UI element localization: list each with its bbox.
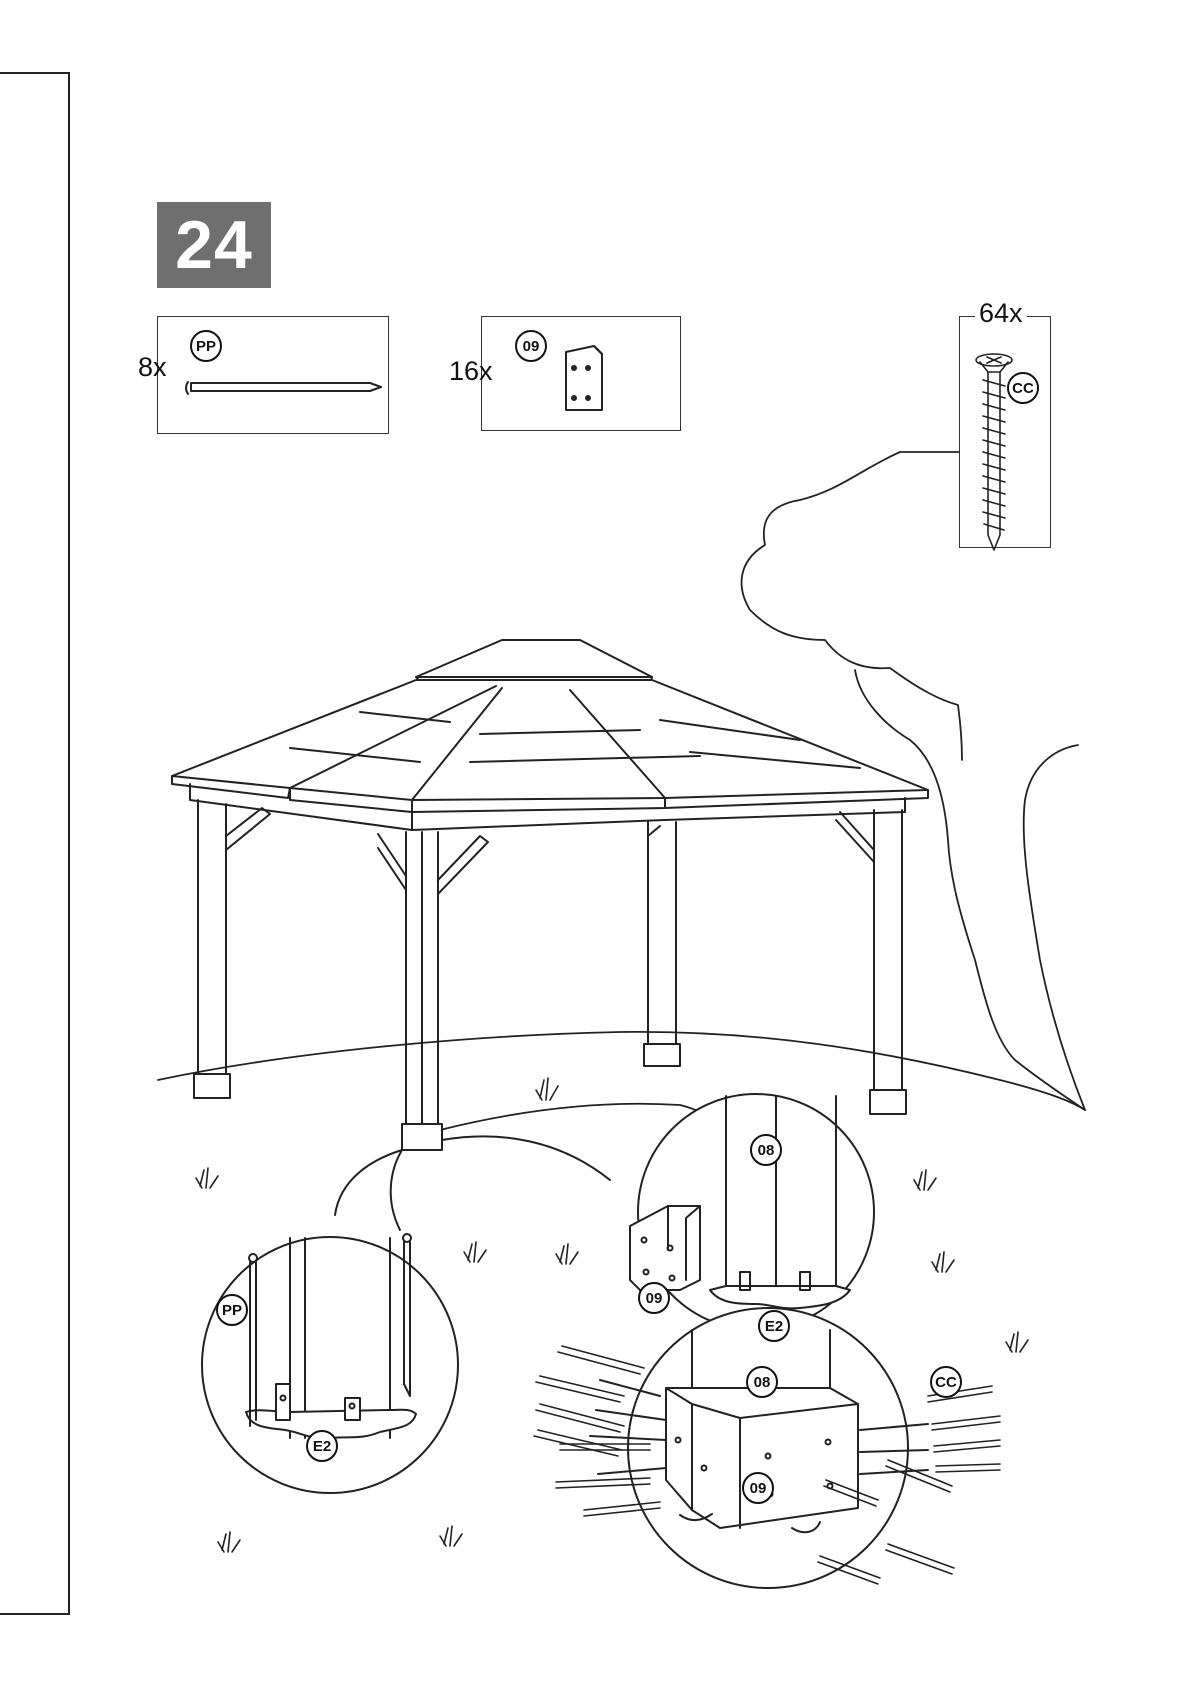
ground-line [158, 1032, 1085, 1140]
detail-bottom-label-cc: CC [930, 1366, 962, 1398]
gazebo [172, 640, 928, 1150]
detail-bottom-label-09: 09 [742, 1472, 774, 1504]
detail-left-label-e2: E2 [306, 1430, 338, 1462]
detail-top-right-label-08: 08 [750, 1134, 782, 1166]
stake-icon [186, 382, 381, 394]
screw-icon [976, 354, 1012, 550]
detail-left-label-pp: PP [216, 1294, 248, 1326]
detail-top-right-label-09: 09 [638, 1282, 670, 1314]
detail-top-right-label-e2: E2 [758, 1310, 790, 1342]
detail-bottom-label-08: 08 [746, 1366, 778, 1398]
detail-bottom [534, 1308, 1000, 1588]
corner-bracket-icon [566, 346, 602, 410]
